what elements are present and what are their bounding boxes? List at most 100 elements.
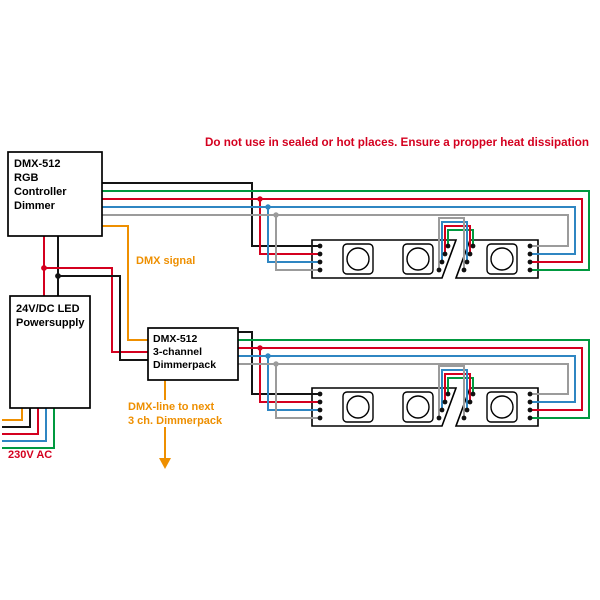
solder-pad [467, 251, 473, 257]
dimmerpack-label-line: 3-channel [153, 346, 202, 358]
wire-top-red-branch [259, 199, 320, 255]
wire-dmx-signal-orange [102, 225, 148, 341]
solder-pad [464, 259, 470, 265]
wire-top-gray-bus [102, 214, 569, 247]
wire-mains-red [2, 408, 39, 435]
wire-bottom-gray-bus [238, 363, 569, 395]
wire-mains-orange [2, 408, 23, 421]
powersupply-label: 24V/DC LED Powersupply [16, 303, 85, 329]
junction-dots [41, 196, 279, 367]
solder-pad [317, 391, 323, 397]
wires-top-group [102, 182, 590, 271]
solder-pad [439, 407, 445, 413]
wire-top-red-bus [102, 198, 583, 263]
wire-top-blue-bus [102, 206, 576, 255]
led-strip-group-bottom [311, 387, 539, 427]
junction-dot [273, 361, 279, 367]
led-strip-segment [311, 239, 458, 279]
led-strip-segment [311, 387, 458, 427]
junction-dot [41, 265, 47, 271]
dmx-line-next-label-line1: DMX-line to next [128, 401, 215, 413]
junction-dot [265, 204, 271, 210]
wire-bottom-gray-branch [275, 364, 320, 419]
solder-pad [527, 407, 533, 413]
wire-bottom-green-bus [238, 339, 590, 419]
wire-bottom-red-bus [238, 347, 583, 411]
led-lens [406, 395, 430, 419]
dimmerpack-label-line: Dimmerpack [153, 359, 216, 371]
solder-pad [317, 399, 323, 405]
solder-pad [317, 251, 323, 257]
led-strip-group-top [311, 239, 539, 279]
wire-psu-dimmerpack-black [58, 275, 148, 361]
solder-pad [445, 243, 451, 249]
controller-label-line: Dimmer [14, 200, 56, 212]
junction-dot [265, 353, 271, 359]
wire-top-green-bus [102, 190, 590, 271]
powersupply-label-line: 24V/DC LED [16, 303, 80, 315]
solder-pad [439, 259, 445, 265]
led-lens [490, 395, 514, 419]
dimmerpack-label: DMX-512 3-channel Dimmerpack [153, 333, 216, 371]
solder-pad [317, 259, 323, 265]
solder-pad [527, 391, 533, 397]
controller-label-line: DMX-512 [14, 158, 60, 170]
junction-dot [257, 196, 263, 202]
solder-pad [317, 243, 323, 249]
solder-pad [467, 399, 473, 405]
solder-pad [317, 415, 323, 421]
solder-pad [527, 399, 533, 405]
solder-pad [436, 415, 442, 421]
wire-mains-black [2, 408, 31, 428]
dimmerpack-box [147, 327, 239, 381]
junction-dot [55, 273, 61, 279]
wire-mains-green [2, 408, 55, 449]
wire-top-jumper-gray [438, 217, 465, 270]
solder-pads-bottom [317, 391, 533, 421]
led-lens [406, 247, 430, 271]
powersupply-box [9, 295, 91, 409]
solder-pad [527, 267, 533, 273]
solder-pad [527, 243, 533, 249]
wire-bottom-jumper-blue [441, 369, 468, 410]
dmx-signal-label: DMX signal [136, 255, 195, 267]
wire-top-jumper-red [444, 225, 471, 254]
solder-pad [436, 267, 442, 273]
dimmerpack-label-line: DMX-512 [153, 333, 198, 345]
wires-bottom-group [238, 331, 590, 419]
wire-bottom-blue-branch [267, 356, 320, 411]
dmx-next-arrowhead [159, 458, 171, 469]
wire-psu-dimmerpack-red [44, 267, 148, 353]
wire-top-jumper-green [447, 229, 474, 246]
solder-pad [527, 415, 533, 421]
solder-pad [317, 407, 323, 413]
junction-dot [257, 345, 263, 351]
solder-pad [461, 415, 467, 421]
solder-pad [442, 399, 448, 405]
solder-pad [470, 391, 476, 397]
led-lens [346, 395, 370, 419]
wire-top-jumper-blue [441, 221, 468, 262]
solder-pad [445, 391, 451, 397]
controller-label-line: Controller [14, 186, 67, 198]
solder-pad [527, 259, 533, 265]
junction-dot [273, 212, 279, 218]
solder-pad [442, 251, 448, 257]
controller-label: DMX-512 RGB Controller Dimmer [14, 158, 67, 212]
wire-mains-blue [2, 408, 47, 442]
solder-pad [464, 407, 470, 413]
led-lens [346, 247, 370, 271]
wire-bottom-red-branch [259, 348, 320, 403]
wire-bottom-jumper-green [447, 377, 474, 394]
controller-box [7, 151, 103, 237]
solder-pad [470, 243, 476, 249]
powersupply-label-line: Powersupply [16, 317, 85, 329]
wire-top-blue-branch [267, 207, 320, 263]
solder-pad [317, 267, 323, 273]
wire-bottom-jumper-gray [438, 365, 465, 418]
wire-bottom-jumper-red [444, 373, 471, 402]
warning-text: Do not use in sealed or hot places. Ensu… [205, 137, 589, 149]
wire-top-gray-branch [275, 215, 320, 271]
